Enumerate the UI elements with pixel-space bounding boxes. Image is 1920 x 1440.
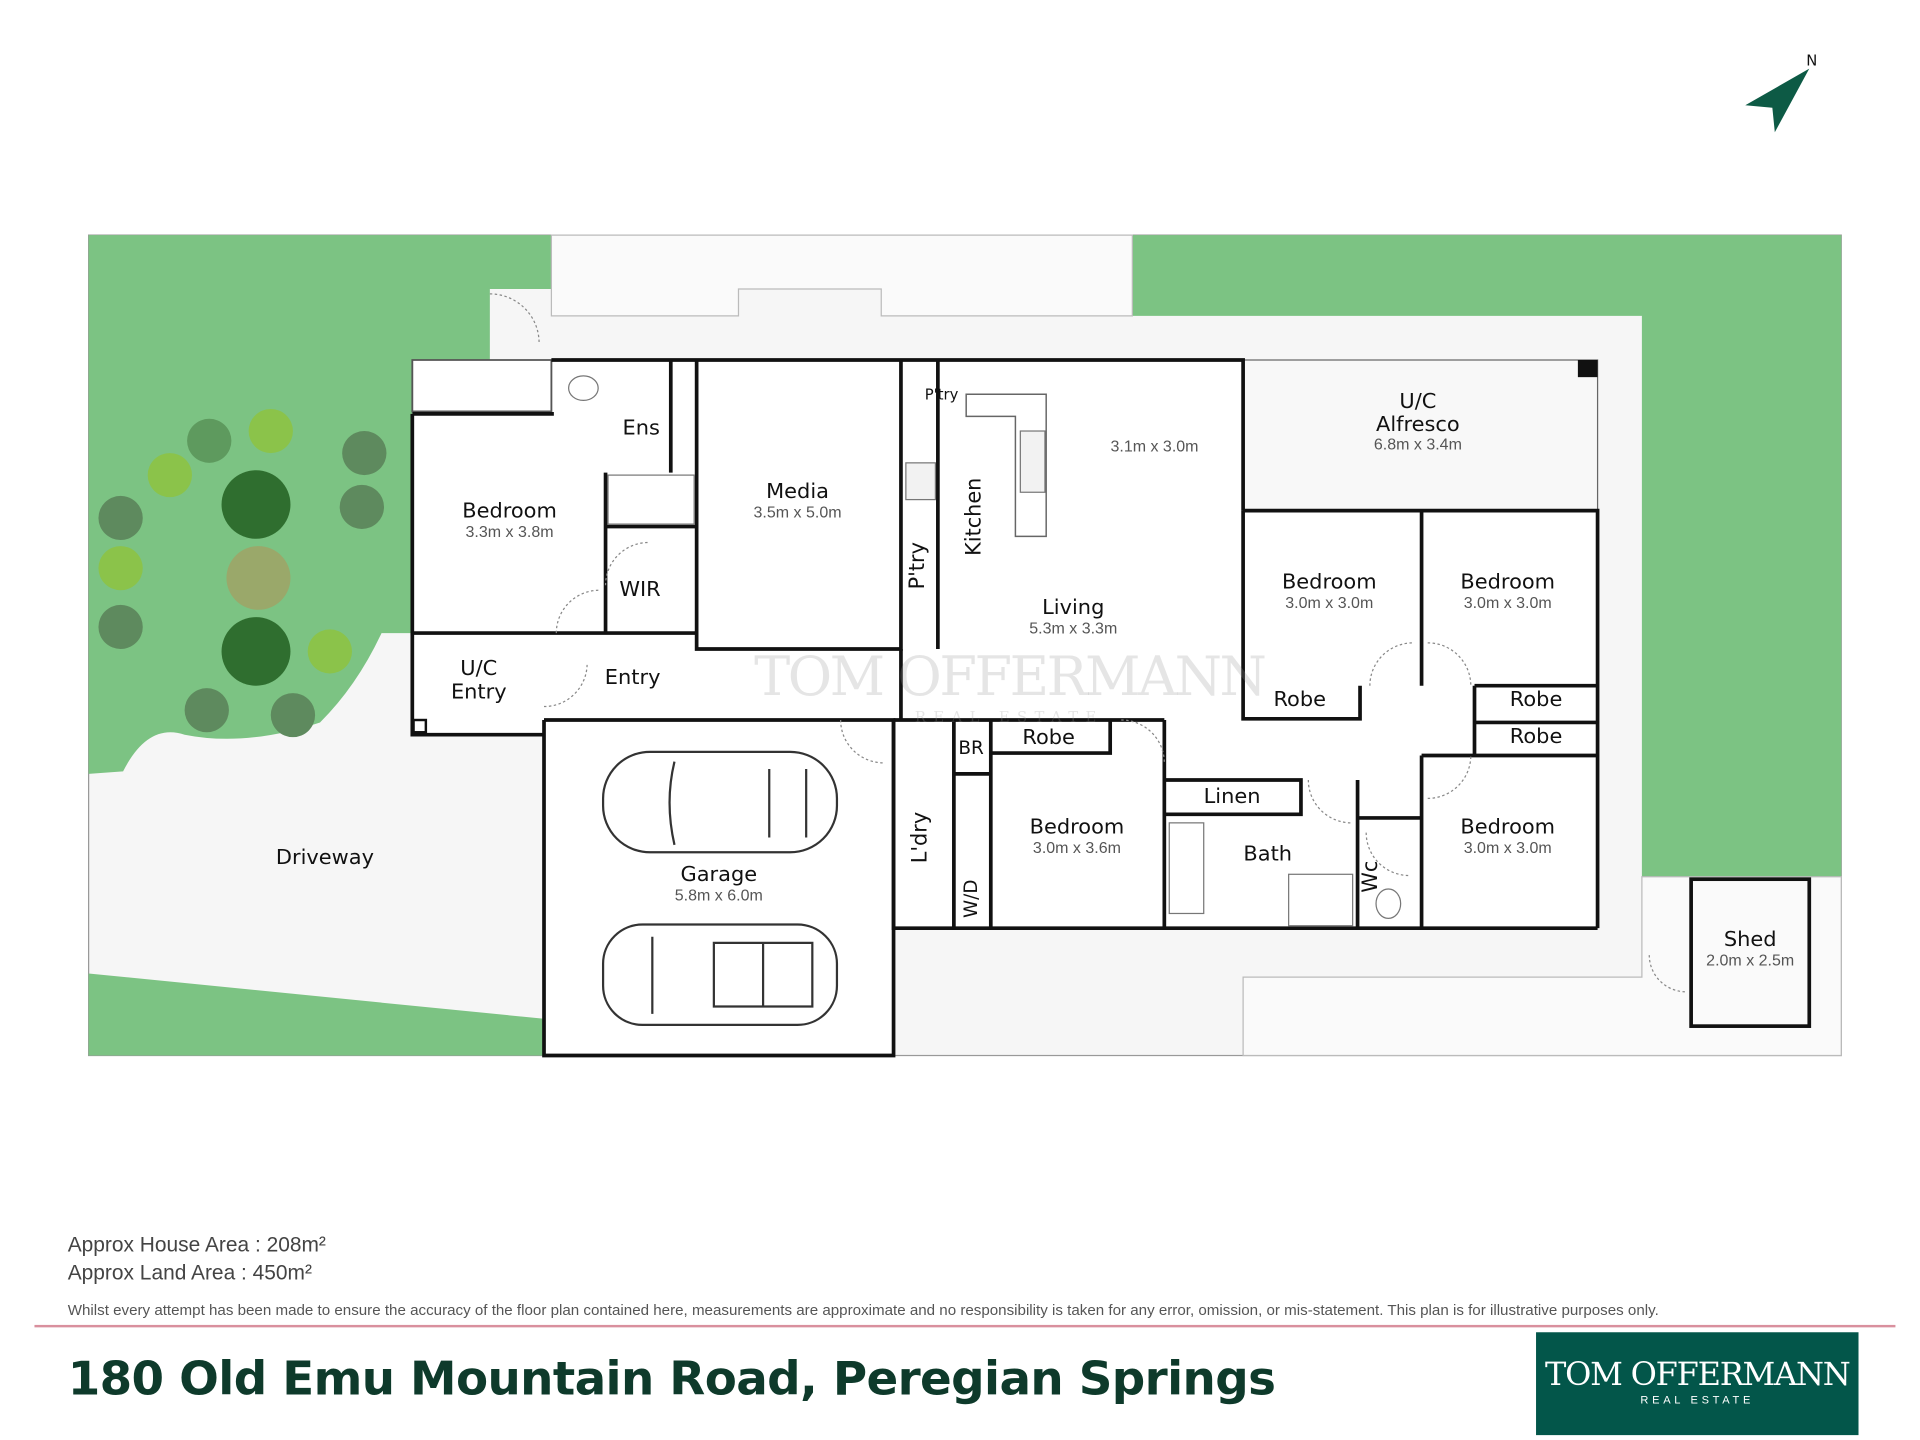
car-icon (601, 923, 839, 1027)
disclaimer: Whilst every attempt has been made to en… (67, 1301, 1659, 1319)
room-robe-2: Robe (1509, 687, 1563, 713)
room-entry: Entry (604, 665, 661, 691)
compass-label: N (1806, 51, 1818, 70)
land-area: Approx Land Area : 450m² (67, 1261, 312, 1285)
room-robe-3: Robe (1509, 724, 1563, 749)
room-wir: WIR (619, 577, 661, 603)
area-driveway: Driveway (275, 845, 374, 871)
toilet-icon (568, 375, 599, 402)
top-paving (550, 234, 1133, 317)
walls (410, 358, 1812, 1058)
room-kitchen: Kitchen (962, 477, 987, 556)
kitchen-bench (965, 393, 1047, 538)
room-robe-1: Robe (1273, 687, 1327, 713)
alfresco-slab (1242, 359, 1599, 512)
room-ensuite: Ens (622, 415, 660, 441)
logo-name: TOM OFFERMANN (1545, 1356, 1851, 1394)
door-swings (489, 293, 1687, 993)
logo-subtitle: REAL ESTATE (1640, 1393, 1755, 1406)
cooktop-icon (905, 462, 937, 501)
kitchen-dimensions: 3.1m x 3.0m (1110, 436, 1199, 456)
shower-icon (607, 474, 695, 525)
room-bath: Bath (1243, 842, 1293, 867)
bathtub-icon (1168, 822, 1205, 915)
north-arrow-icon (1745, 68, 1810, 133)
car-icon (601, 750, 839, 854)
shower-icon (1288, 873, 1354, 927)
house-area: Approx House Area : 208m² (67, 1233, 326, 1257)
car-icons (601, 750, 839, 1027)
right-lawn (1132, 235, 1842, 877)
sink-icon (1019, 430, 1046, 493)
room-wd: W/D (959, 879, 982, 919)
room-pantry-side: P'try (905, 542, 931, 590)
room-linen: Linen (1203, 784, 1261, 809)
room-pantry-top: P'try (924, 386, 959, 404)
toilet-icon (1375, 888, 1402, 919)
room-laundry: L'dry (907, 811, 933, 864)
garden-trees (98, 408, 387, 738)
room-robe-4: Robe (1022, 725, 1075, 751)
divider (34, 1324, 1896, 1328)
property-address: 180 Old Emu Mountain Road, Peregian Spri… (67, 1351, 1276, 1406)
room-br: BR (958, 736, 984, 759)
room-wc: Wc (1358, 860, 1383, 893)
agency-logo: TOM OFFERMANN REAL ESTATE (1536, 1332, 1859, 1436)
bottom-left-lawn (88, 973, 545, 1056)
